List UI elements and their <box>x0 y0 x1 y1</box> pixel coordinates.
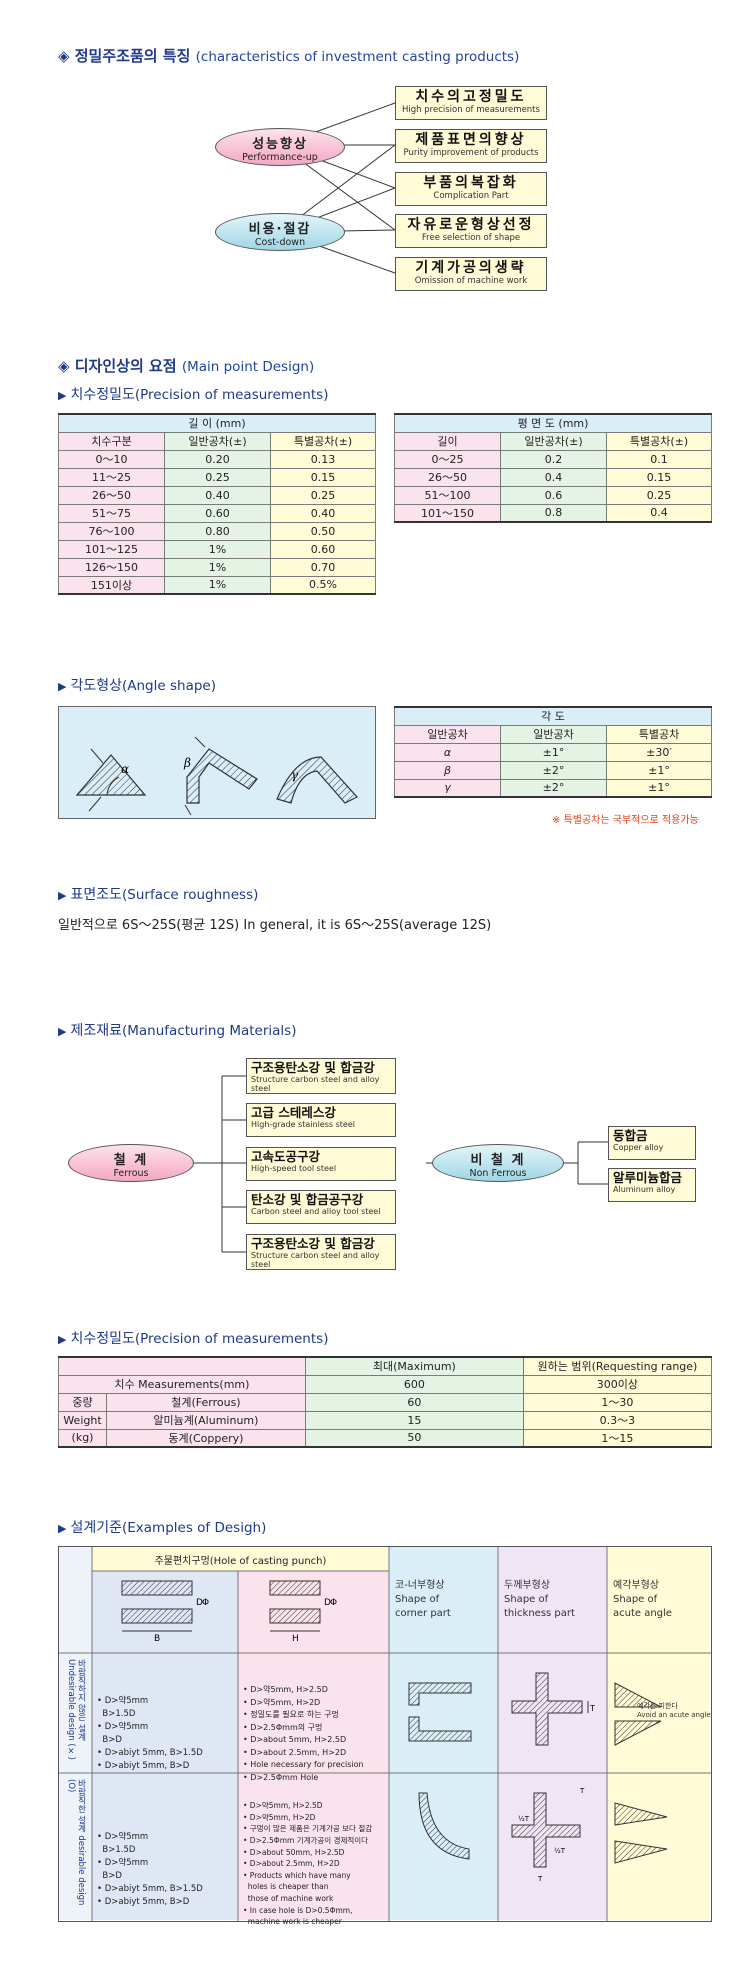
svg-text:T: T <box>579 1787 585 1795</box>
length-table-title: 길 이 (mm) <box>58 413 376 433</box>
gamma-shape <box>276 756 358 804</box>
beta-shape <box>186 748 258 804</box>
section-title-characteristics: ◈ 정밀주조품의 특징 (characteristics of investme… <box>58 47 520 65</box>
thickness-drawings: T ½T ½T T T <box>511 1672 595 1883</box>
hole-punch-header: 주물편치구멍(Hole of casting punch) <box>154 1556 327 1567</box>
subtitle-weight-precision: ▶치수정밀도(Precision of measurements) <box>58 1331 329 1347</box>
subtitle-design-examples: ▶설계기준(Examples of Desigh) <box>58 1520 267 1536</box>
acute-drawings <box>614 1682 668 1864</box>
svg-text:Φ: Φ <box>202 1598 209 1608</box>
label-B: B <box>154 1634 160 1644</box>
gamma-label: γ <box>291 768 299 782</box>
oval-ferrous: 철 계 Ferrous <box>68 1144 194 1182</box>
beta-label: β <box>183 756 191 770</box>
row-label-undesirable: 바람직하지 않은 설계 Undesirable design (×) <box>66 1659 86 1760</box>
undesirable-hole2-notes: • D>약5mm, H>2.5D• D>약5mm, H>2D• 정밀도를 필요로… <box>243 1685 364 1782</box>
angle-tolerance-table: 각 도 일반공차 일반공차 특별공차 α±1°±30′ β±2°±1° γ±2°… <box>394 706 712 798</box>
svg-text:Φ: Φ <box>330 1598 337 1608</box>
label-H: H <box>292 1634 299 1644</box>
connector-lines <box>279 102 396 274</box>
svg-text:½T: ½T <box>518 1815 530 1823</box>
oval-nonferrous: 비 철 계 Non Ferrous <box>432 1144 564 1182</box>
angle-note: ※ 특별공차는 국부적으로 적용가능 <box>552 815 699 826</box>
label-D1: D <box>196 1598 203 1608</box>
angle-shape-illustration: α β γ <box>58 706 376 819</box>
desirable-hole2-notes: • D>약5mm, H>2.5D• D>약5mm, H>2D• 구멍이 많은 제… <box>243 1801 373 1927</box>
oval-cost-down: 비용·절감 Cost-down <box>215 213 345 251</box>
corner-drawings <box>408 1682 472 1860</box>
undesirable-hole1-notes: • D>약5mm B>1.5D• D>약5mm B>D• D>abiyt 5mm… <box>97 1696 203 1771</box>
surface-roughness-text: 일반적으로 6S～25S(평균 12S) In general, it is 6… <box>58 918 492 933</box>
subtitle-angle-shape: ▶각도형상(Angle shape) <box>58 678 216 694</box>
svg-text:½T: ½T <box>554 1847 566 1855</box>
section-title-main-point-design: ◈ 디자인상의 요점 (Main point Design) <box>58 357 315 375</box>
weight-table: 최대(Maximum) 원하는 범위(Requesting range) 치수 … <box>58 1356 713 1448</box>
desirable-hole1-notes: • D>약5mm B>1.5D• D>약5mm B>D• D>abiyt 5mm… <box>97 1832 203 1907</box>
alpha-label: α <box>121 762 129 776</box>
subtitle-surface-roughness: ▶표면조도(Surface roughness) <box>58 887 259 903</box>
hole-drawings: B D Φ H D Φ <box>121 1580 337 1644</box>
flat-table-title: 평 면 도 (mm) <box>394 413 712 433</box>
thickness-label-T2: T <box>537 1875 543 1883</box>
thickness-label-T1: T <box>589 1704 595 1713</box>
row-label-desirable: 바람직한 설계 desirable design (O) <box>66 1779 86 1906</box>
subtitle-precision: ▶치수정밀도(Precision of measurements) <box>58 387 329 403</box>
oval-performance-up: 성능향상 Performance-up <box>215 128 345 166</box>
alpha-shape <box>75 754 147 796</box>
subtitle-materials: ▶제조재료(Manufacturing Materials) <box>58 1023 297 1039</box>
label-D2: D <box>324 1598 331 1608</box>
